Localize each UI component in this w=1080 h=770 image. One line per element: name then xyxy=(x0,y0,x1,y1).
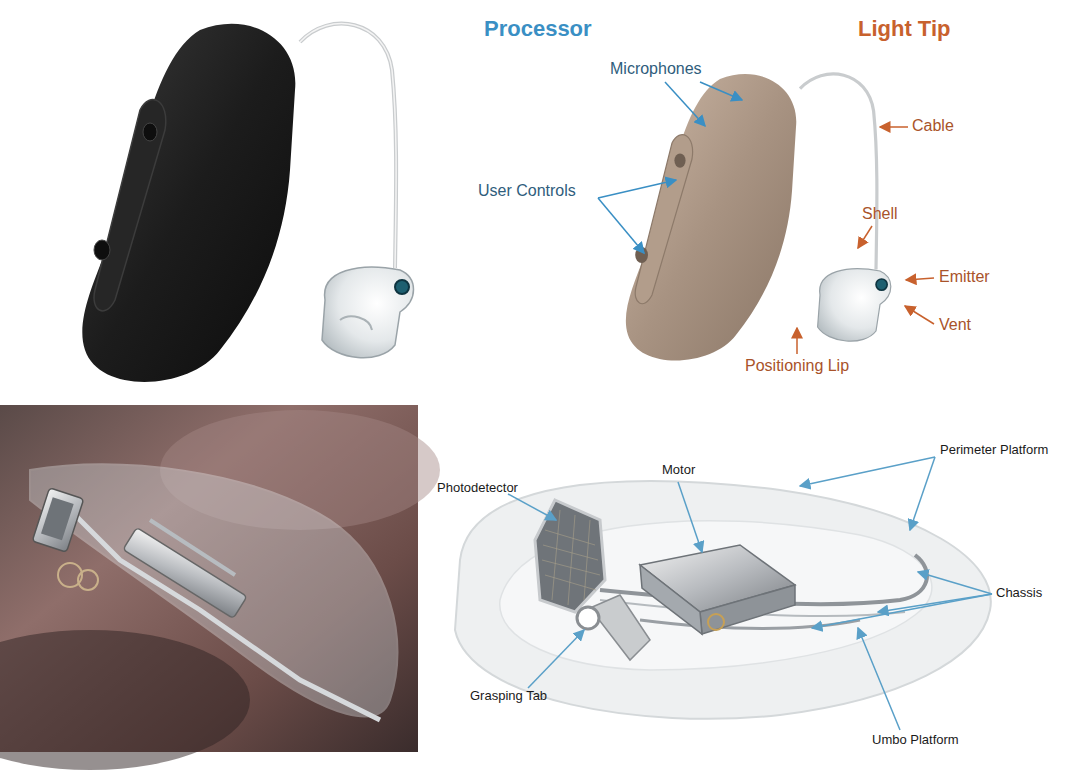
part-label: User Controls xyxy=(478,182,576,200)
part-label: Emitter xyxy=(939,268,990,286)
in-ear-render xyxy=(0,405,440,770)
part-label: Motor xyxy=(662,463,695,478)
part-label: Positioning Lip xyxy=(745,357,849,375)
leader-lines xyxy=(508,457,992,730)
part-label: Shell xyxy=(862,205,898,223)
part-label: Vent xyxy=(939,316,971,334)
part-label: Perimeter Platform xyxy=(940,443,1048,458)
lens-diagram xyxy=(455,481,991,719)
part-label: Chassis xyxy=(996,586,1042,601)
part-label: Photodetector xyxy=(437,481,518,496)
leader-lines xyxy=(598,82,934,354)
part-label: Cable xyxy=(912,117,954,135)
section-heading: Processor xyxy=(484,16,592,41)
beige-processor xyxy=(626,74,891,361)
section-heading: Light Tip xyxy=(858,16,950,41)
part-label: Grasping Tab xyxy=(470,689,547,704)
part-label: Umbo Platform xyxy=(872,733,959,748)
black-processor xyxy=(82,24,413,382)
part-label: Microphones xyxy=(610,60,702,78)
